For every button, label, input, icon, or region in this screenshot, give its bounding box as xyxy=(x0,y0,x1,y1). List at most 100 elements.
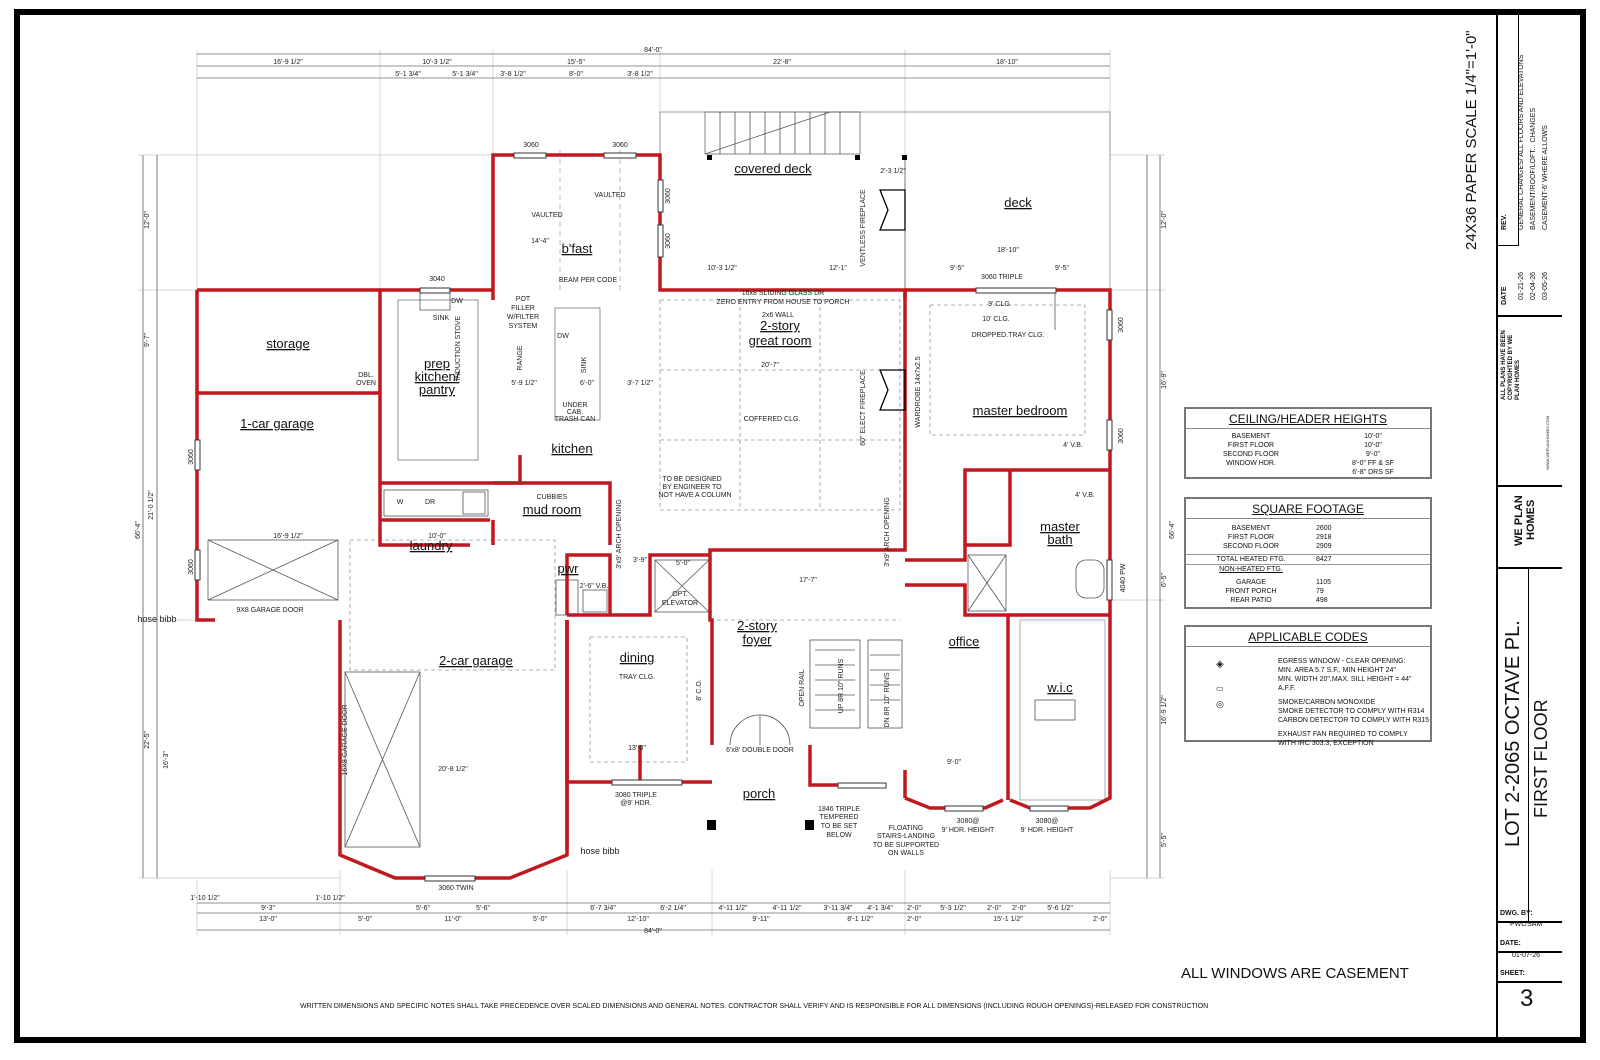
room-prep-3: pantry xyxy=(419,382,456,397)
dim-bot2-1: 5'-0" xyxy=(358,916,372,923)
code-line-5: CARBON DETECTOR TO COMPLY WITH R315 xyxy=(1278,717,1430,724)
dim-bot1-11: 2'-0" xyxy=(907,905,921,912)
note-under-1: UNDER xyxy=(563,402,588,409)
dim-left-1: 9'-7" xyxy=(144,333,151,347)
note-dryer: DR xyxy=(425,499,435,506)
drawn-by: PWL/SAM xyxy=(1510,921,1543,928)
dim-overall-bottom: 84'-0" xyxy=(644,928,662,935)
smoke-detector-icon: ▭ xyxy=(1216,684,1224,693)
dim-right-2: 66'-4" xyxy=(1169,521,1176,539)
dim-right-0: 12'-0" xyxy=(1161,211,1168,229)
dim-left-3: 21'-0 1/2" xyxy=(148,490,155,520)
sqft-nh-value-1: 79 xyxy=(1316,588,1324,595)
note-pot-1: POT xyxy=(516,296,531,303)
note-tempered-1: 1846 TRIPLE xyxy=(818,806,860,813)
note-arch-1: 3'x9' ARCH OPENING xyxy=(616,499,623,569)
dim-inner-15: 14'-4" xyxy=(531,238,549,245)
note-pot-2: FILLER xyxy=(511,305,535,312)
dim-right-4: 16'-9 1/2" xyxy=(1161,695,1168,725)
room-dining: dining xyxy=(620,650,655,665)
room-great-2: great room xyxy=(749,333,812,348)
note-w3060-l2: 3060 xyxy=(188,559,195,575)
scale-note: 24X36 PAPER SCALE 1/4"=1'-0" xyxy=(1463,30,1480,250)
sqft-nh-value-2: 498 xyxy=(1316,597,1328,604)
note-hdr-9a-2: 3080@ xyxy=(1036,818,1059,825)
sheet-number: 3 xyxy=(1520,985,1534,1012)
dim-inner-11: 10'-0" xyxy=(428,533,446,540)
copyright: ALL PLANS HAVE BEEN COPYRIGHTED BY WE PL… xyxy=(1501,330,1521,400)
dim-bot2-4: 12'-10" xyxy=(627,916,649,923)
code-line-1: MIN. AREA 5.7 S.F., MIN HEIGHT 24" xyxy=(1278,667,1396,674)
dim-left-4: 22'-5" xyxy=(144,731,151,749)
note-engineer-3: NOT HAVE A COLUMN xyxy=(658,492,731,499)
room-wic: w.i.c xyxy=(1046,680,1073,695)
table-row: 6'-8" DRS SF xyxy=(1186,468,1430,477)
note-float-3: TO BE SUPPORTED xyxy=(873,842,939,849)
room-prep-2: kitchen/ xyxy=(415,369,460,384)
note-vaulted-2: VAULTED xyxy=(594,192,625,199)
date-label: DATE xyxy=(1501,286,1508,305)
note-tray: DROPPED.TRAY CLG. xyxy=(972,332,1045,339)
note-pot-3: W/FILTER xyxy=(507,314,539,321)
room-prep-1: prep xyxy=(424,356,450,371)
note-hdr-9b-2: 9' HDR. HEIGHT xyxy=(1021,827,1074,834)
dim-bot1-1: 9'-3" xyxy=(261,905,275,912)
note-range: RANGE xyxy=(517,345,524,370)
room-porch: porch xyxy=(743,786,776,801)
sqft-total-label: TOTAL HEATED FTG. xyxy=(1216,556,1286,563)
room-laundry: laundry xyxy=(410,538,453,553)
note-beam: BEAM PER CODE xyxy=(559,277,618,284)
room-one-car-garage: 1-car garage xyxy=(240,416,314,431)
room-mud: mud room xyxy=(523,502,582,517)
note-w3060-r1: 3060 xyxy=(1118,317,1125,333)
ceiling-label-1: FIRST FLOOR xyxy=(1227,442,1275,449)
dim-inner-2: 9'-5" xyxy=(950,265,964,272)
note-dbl-2: OVEN xyxy=(356,380,376,387)
dim-left-5: 16'-3" xyxy=(163,751,170,769)
note-vb4-1: 4' V.B. xyxy=(1063,442,1083,449)
sheet-label: SHEET: xyxy=(1500,970,1525,977)
note-clg10: 10' CLG. xyxy=(982,316,1009,323)
title-block xyxy=(1496,15,1562,1037)
note-hose-2: hose bibb xyxy=(580,846,619,856)
note-double-door: 6'x8' DOUBLE DOOR xyxy=(726,747,794,754)
sqft-value-0: 2600 xyxy=(1316,525,1332,532)
dim-top2-3: 8'-0" xyxy=(569,71,583,78)
dim-bot1-2: 1'-10 1/2" xyxy=(315,895,345,902)
note-garage-door-16: 16X8 GARAGE DOOR xyxy=(342,704,349,775)
drawn-by-label: DWG. BY: xyxy=(1500,910,1533,917)
code-line-7: WITH IRC 303.3, EXCEPTION xyxy=(1278,740,1374,747)
dim-right-1: 16'-9" xyxy=(1161,371,1168,389)
dim-bot1-0: 1'-10 1/2" xyxy=(190,895,220,902)
code-line-2: MIN. WIDTH 20",MAX. SILL HEIGHT = 44" A.… xyxy=(1278,676,1412,692)
note-w3060-d1: 3060 xyxy=(665,188,672,204)
note-hdr-9a-1: 3080@ xyxy=(957,818,980,825)
dim-bot1-9: 3'-11 3/4" xyxy=(824,905,854,912)
note-elevator-1: OPT. xyxy=(672,591,688,598)
note-washer: W xyxy=(397,499,404,506)
code-line-4: SMOKE DETECTOR TO COMPLY WITH R314 xyxy=(1278,708,1425,715)
note-tempered-2: TEMPERED xyxy=(820,814,859,821)
date-block-label: DATE: xyxy=(1500,940,1521,947)
note-prep-sink: SINK xyxy=(433,315,450,322)
dim-bot1-6: 6'-2 1/4" xyxy=(660,905,686,912)
sqft-value-2: 2909 xyxy=(1316,543,1332,550)
note-dbl-1: DBL. xyxy=(358,372,374,379)
note-engineer-1: TO BE DESIGNED xyxy=(662,476,721,483)
sqft-total: 8427 xyxy=(1316,556,1332,563)
windows-note: ALL WINDOWS ARE CASEMENT xyxy=(1181,965,1409,982)
rev-text-2: CASEMENT-6' WHERE ALLOWS xyxy=(1542,125,1549,230)
note-vb: 2'-6" V.B. xyxy=(580,583,609,590)
note-slider-2: ZERO ENTRY FROM HOUSE TO PORCH xyxy=(717,299,850,306)
sqft-value-1: 2918 xyxy=(1316,534,1332,541)
rev-label: REV. xyxy=(1501,214,1508,230)
dim-inner-9: 13'-0" xyxy=(628,745,646,752)
room-master-bath-2: bath xyxy=(1047,532,1072,547)
ceiling-value-4: 6'-8" DRS SF xyxy=(1352,469,1394,476)
